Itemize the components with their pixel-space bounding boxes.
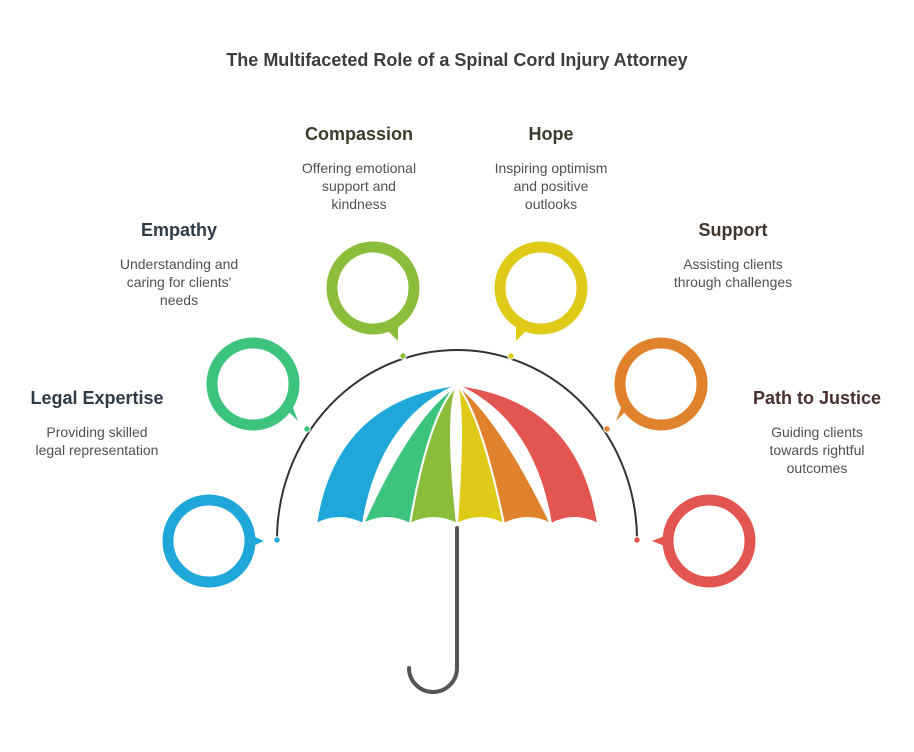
label-title: Support [698,220,768,240]
umbrella-panel [456,384,552,525]
label-desc: Understanding and caring for clients' ne… [64,255,294,309]
label-path-to-justice: Path to Justice Guiding clients towards … [702,388,914,477]
label-legal-expertise: Legal Expertise Providing skilled legal … [0,388,212,459]
label-desc: Inspiring optimism and positive outlooks [436,159,666,213]
label-empathy: Empathy Understanding and caring for cli… [64,220,294,309]
diagram-title: The Multifaceted Role of a Spinal Cord I… [226,50,688,70]
desc-line: Providing skilled [46,424,148,440]
label-hope: Hope Inspiring optimism and positive out… [436,124,666,213]
label-desc: Assisting clients through challenges [618,255,848,291]
ring-icon [162,494,256,588]
label-desc: Offering emotional support and kindness [244,159,474,213]
desc-line: through challenges [673,274,793,290]
desc-line: Guiding clients [771,424,863,440]
desc-line: towards rightful [769,442,865,458]
arc-dot-icon [303,425,311,433]
desc-line: Offering emotional [301,160,417,176]
label-title: Path to Justice [752,388,882,408]
desc-line: needs [159,292,199,308]
ring-icon [614,337,708,431]
label-title: Legal Expertise [30,388,164,408]
ring-icon [326,241,420,335]
arc-dot-icon [507,352,515,360]
label-title: Empathy [140,220,218,240]
desc-line: kindness [331,196,387,212]
umbrella-panel [409,384,458,525]
arc-dot-icon [633,536,641,544]
desc-line: support and [322,178,396,194]
label-title: Hope [528,124,574,144]
label-desc: Providing skilled legal representation [0,423,212,459]
desc-line: Inspiring optimism [494,160,608,176]
ring-icon [494,241,588,335]
umbrella-panel [315,384,458,525]
outer-arc [276,349,638,541]
arc-dot-icon [399,352,407,360]
desc-line: caring for clients' [126,274,232,290]
desc-line: outcomes [786,460,848,476]
label-compassion: Compassion Offering emotional support an… [244,124,474,213]
label-title: Compassion [304,124,414,144]
desc-line: outlooks [524,196,578,212]
desc-line: legal representation [35,442,159,458]
arc-dot-icon [273,536,281,544]
desc-line: Assisting clients [683,256,783,272]
desc-line: Understanding and [119,256,239,272]
ring-icon [662,494,756,588]
ring-icon [206,337,300,431]
desc-line: and positive [513,178,589,194]
umbrella-panel [456,384,599,525]
arc-dot-icon [603,425,611,433]
umbrella-handle [407,526,459,694]
label-support: Support Assisting clients through challe… [618,220,848,291]
label-desc: Guiding clients towards rightful outcome… [702,423,914,477]
